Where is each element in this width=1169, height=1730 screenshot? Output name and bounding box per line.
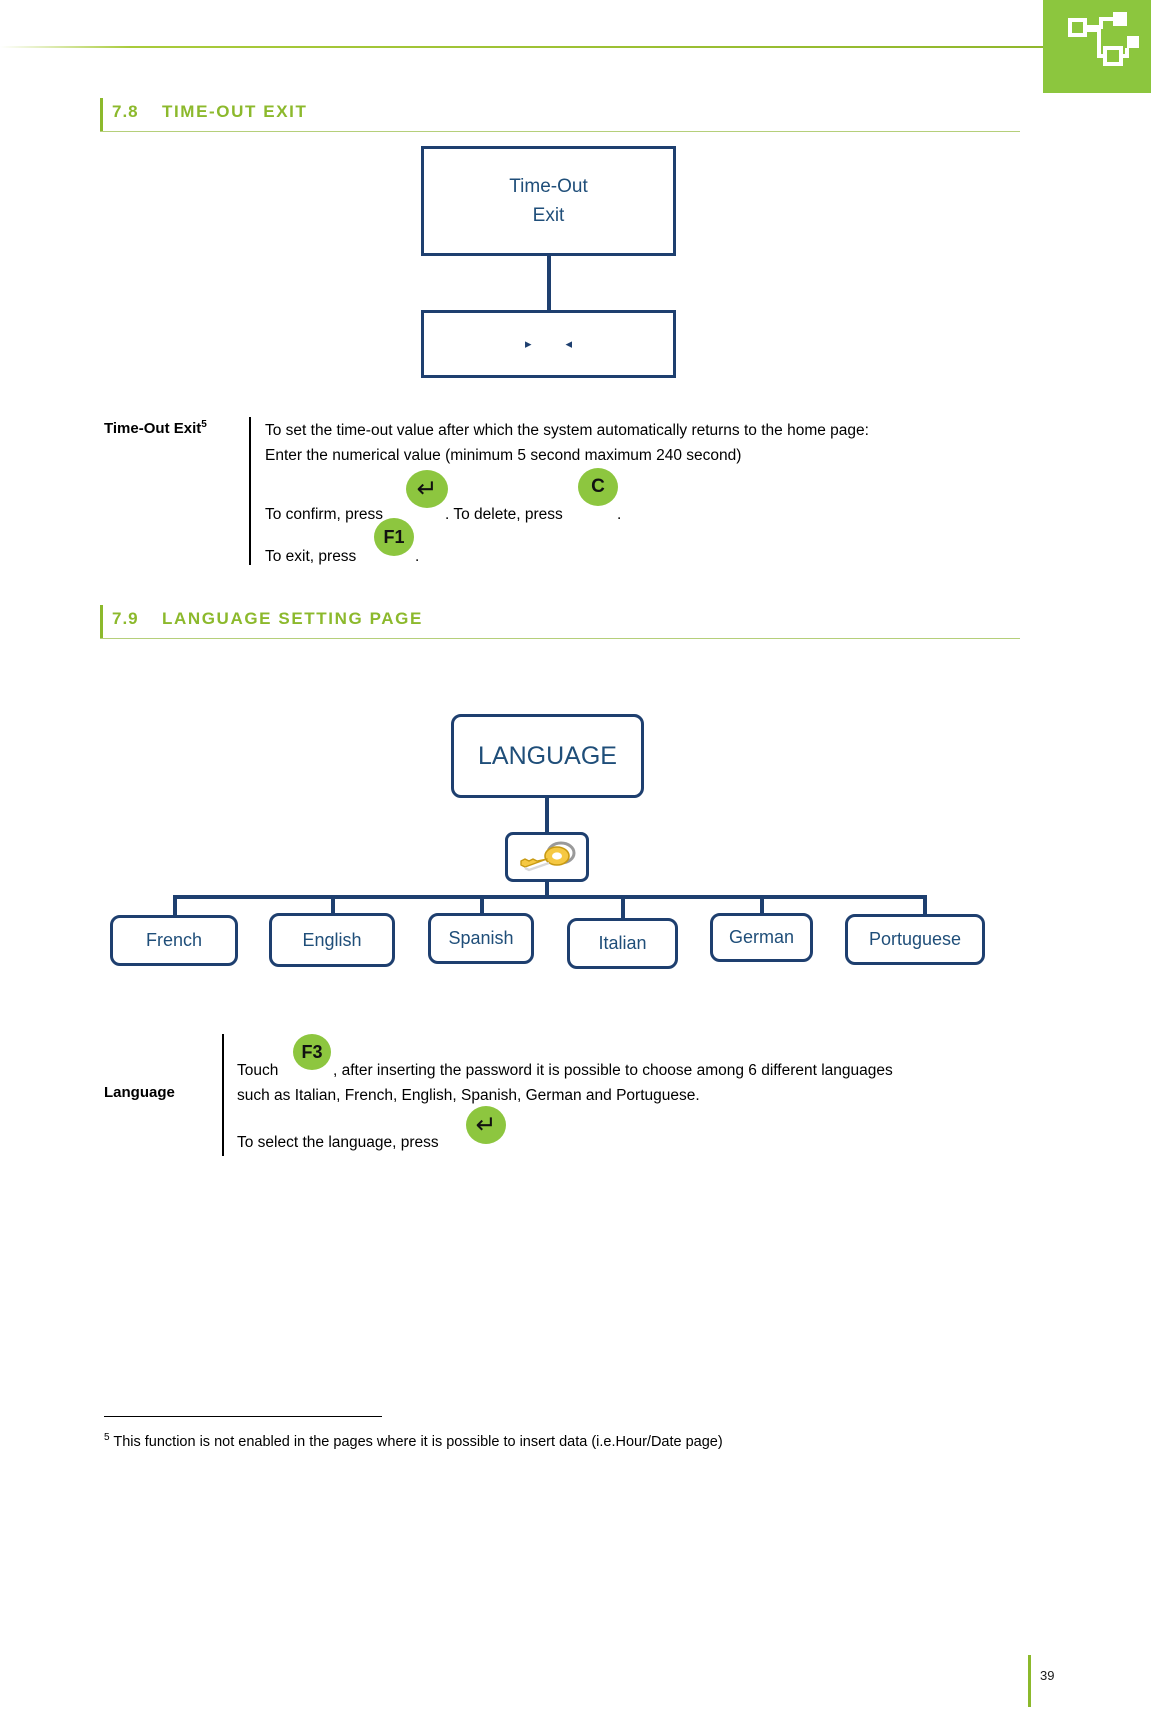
diagram-box-key-icon [505,832,589,882]
section-underline [100,131,1020,132]
f1-key-icon-exit[interactable]: F1 [374,518,414,556]
description-label-text: Time-Out Exit [104,420,202,437]
section-heading-7-8: 7.8 TIME-OUT EXIT [100,98,1020,132]
description-line-2: Enter the numerical value (minimum 5 sec… [265,447,742,464]
description-touch-rest: , after inserting the password it is pos… [333,1062,893,1079]
language-box-label: French [145,930,203,950]
description-select-prefix: To select the language, press [237,1134,439,1151]
description-exit-prefix: To exit, press [265,548,357,565]
diagram-drop-6 [923,895,927,916]
description-exit-suffix: . [415,548,420,565]
description-line-1: To set the time-out value after which th… [265,422,869,439]
diagram-drop-1 [173,895,177,921]
section-number: 7.8 [112,102,139,121]
section-accent-bar [100,605,103,639]
description-divider [249,417,251,565]
description-touch-prefix: Touch [237,1062,279,1079]
diagram-bus-horizontal [173,895,927,899]
language-box-english[interactable]: English [269,913,395,967]
left-arrow-icon: ◂ [565,335,573,351]
language-box-portuguese[interactable]: Portuguese [845,914,985,965]
footer-accent-bar [1028,1655,1031,1707]
diagram-box-line-2: Exit [532,205,565,226]
footnote-text: 5 This function is not enabled in the pa… [104,1432,723,1450]
diagram-drop-2 [331,895,335,921]
diagram-box-language-root: LANGUAGE [451,714,644,798]
footnote-body: This function is not enabled in the page… [113,1433,723,1450]
description-label-text: Language [104,1084,175,1101]
section-underline [100,638,1020,639]
description-confirm-mid: . To delete, press [445,506,563,523]
diagram-drop-4 [621,895,625,923]
language-box-label: Spanish [448,928,514,948]
page-number: 39 [1040,1668,1055,1683]
language-box-german[interactable]: German [710,913,813,962]
diagram-box-time-out-exit: Time-Out Exit [421,146,676,256]
diagram-box-language-label: LANGUAGE [478,741,617,770]
section-title: LANGUAGE SETTING PAGE [162,609,423,628]
diagram-connector-root-to-key [545,798,549,832]
language-box-spanish[interactable]: Spanish [428,913,534,964]
enter-key-icon-confirm[interactable]: ↵ [406,470,448,508]
diagram-box-navigation: ▸ ◂ [421,310,676,378]
network-nodes-logo [1043,0,1151,93]
diagram-connector-key-to-bus [545,882,549,896]
header-rule [0,46,1080,48]
description-label-time-out-exit: Time-Out Exit5 [104,419,207,437]
section-number: 7.9 [112,609,139,628]
footnote-separator [104,1416,382,1417]
language-box-label: Portuguese [868,929,962,949]
footnote-marker: 5 [104,1432,110,1443]
section-accent-bar [100,98,103,132]
language-box-label: English [302,929,362,950]
description-divider [222,1034,224,1156]
diagram-drop-3 [480,895,484,915]
language-box-label: Italian [598,933,647,953]
description-label-language: Language [104,1084,175,1101]
description-language-line-2: such as Italian, French, English, Spanis… [237,1087,700,1104]
section-title: TIME-OUT EXIT [162,102,308,121]
diagram-drop-5 [760,895,764,913]
right-arrow-icon: ▸ [524,335,532,351]
language-box-label: German [728,927,795,947]
language-box-french[interactable]: French [110,915,238,966]
footnote-marker: 5 [201,419,207,430]
c-key-icon-delete[interactable]: C [578,468,618,506]
keys-icon [520,841,576,872]
description-confirm-suffix: . [617,506,622,523]
language-box-italian[interactable]: Italian [567,918,678,969]
diagram-connector-vertical [547,256,551,310]
description-confirm-prefix: To confirm, press [265,506,384,523]
enter-key-icon-select[interactable]: ↵ [466,1106,506,1144]
f3-key-icon-touch[interactable]: F3 [293,1034,331,1070]
diagram-box-line-1: Time-Out [509,175,588,197]
section-heading-7-9: 7.9 LANGUAGE SETTING PAGE [100,605,1020,639]
